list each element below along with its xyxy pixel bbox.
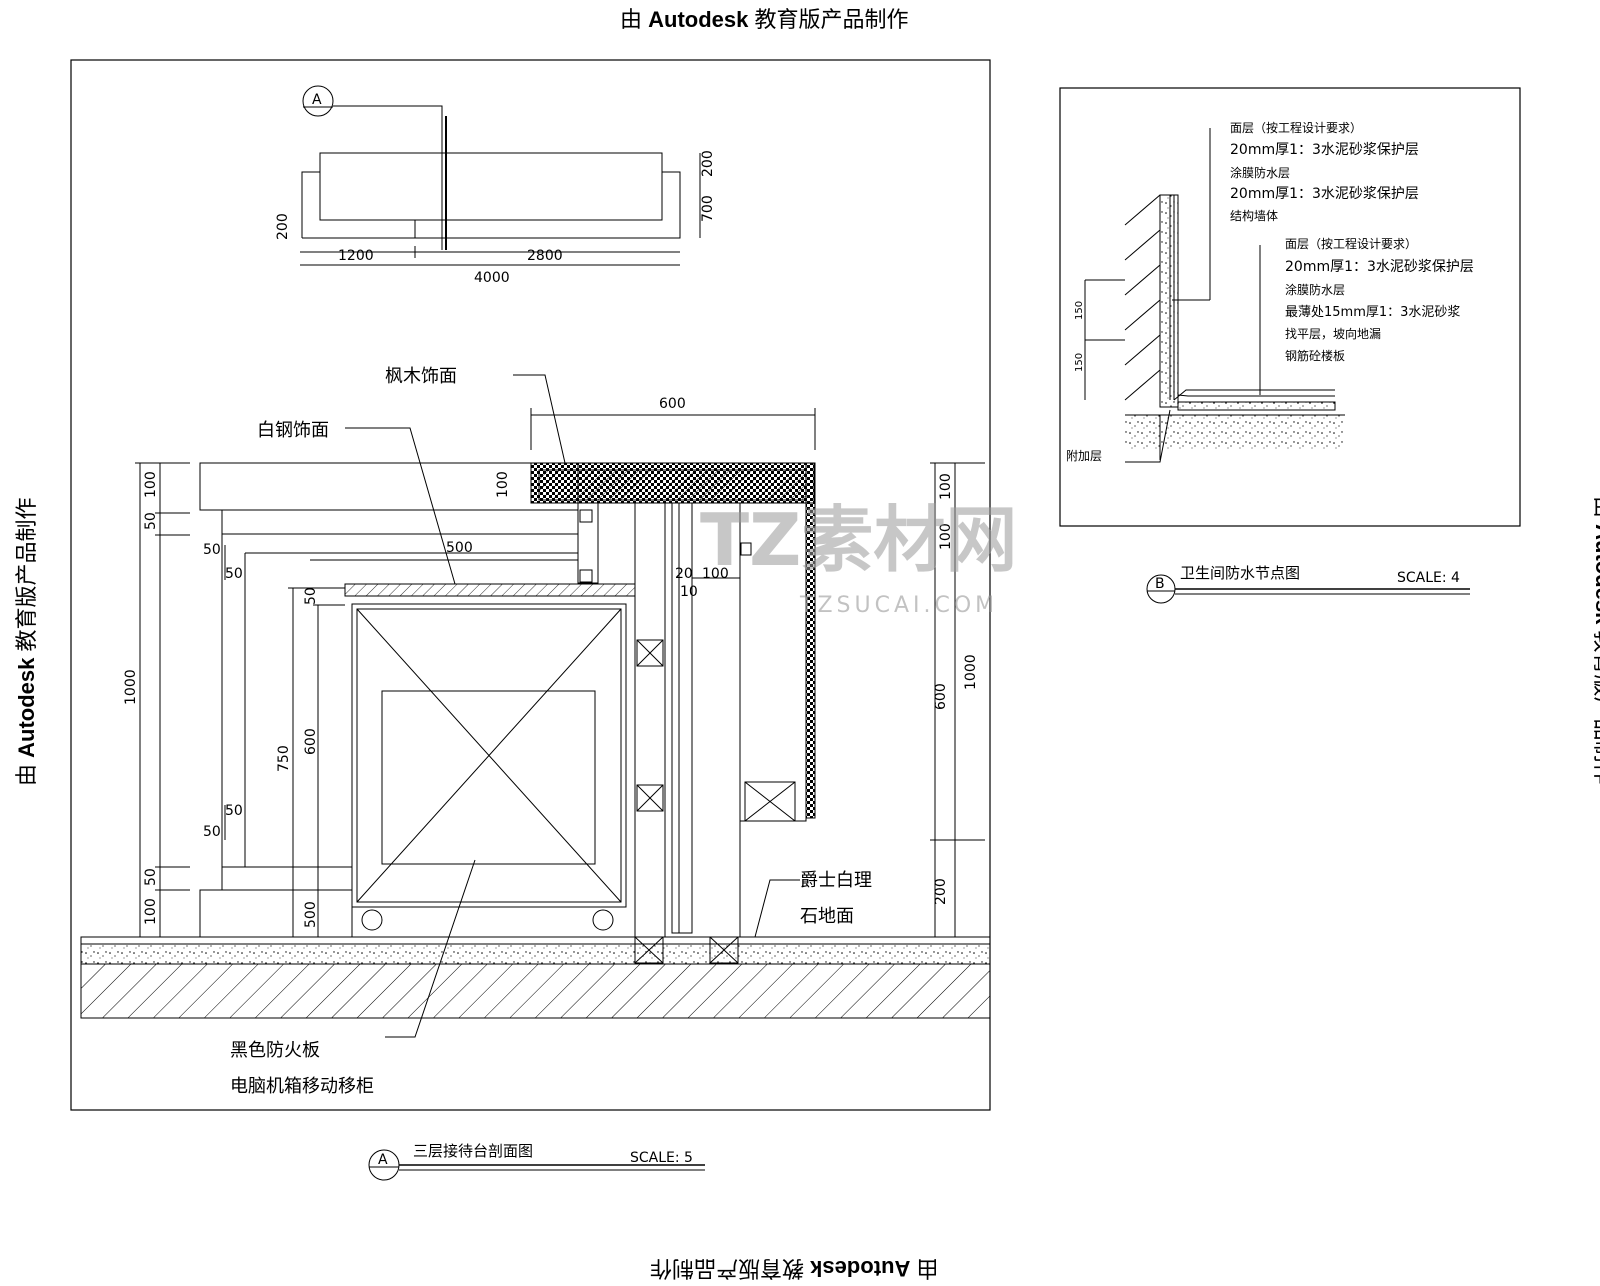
label-stone-1: 爵士白理 [800,870,872,891]
section-a-scale: SCALE: 5 [630,1150,693,1166]
section-b-title: B 卫生间防水节点图 SCALE: 4 [1146,564,1470,604]
dim-1000-right: 1000 [963,654,979,690]
floor-layer-3: 涂膜防水层 [1285,282,1345,297]
section-b-scale: SCALE: 4 [1397,570,1460,586]
dim-500: 500 [446,540,473,556]
dim-600: 600 [659,396,686,412]
label-extra-layer: 附加层 [1066,449,1102,463]
dim-100-right-top: 100 [938,473,954,500]
section-b-marker: B [1155,576,1165,592]
label-stone-2: 石地面 [800,906,854,927]
plan-view: A 1200 2800 4000 200 200 700 [275,85,716,286]
dim-50-c: 50 [203,542,221,558]
site-logo-watermark: TZ素材网 TZSUCAI.COM [700,498,1017,618]
plan-dim-4000: 4000 [474,270,510,286]
floor-layer-4: 最薄处15mm厚1：3水泥砂浆 [1285,305,1460,320]
plan-marker-label: A [312,92,322,108]
section-a-frame [70,59,991,1111]
wall-layer-5: 结构墙体 [1230,208,1278,223]
label-maple-veneer: 枫木饰面 [385,366,457,387]
wall-layer-1: 面层（按工程设计要求） [1230,120,1362,135]
dim-100-left-top: 100 [143,471,159,498]
dim-600-inner: 600 [303,728,319,755]
label-mobile-cabinet: 电脑机箱移动移柜 [230,1076,374,1097]
dim-1000-left: 1000 [123,669,139,705]
section-a-title-text: 三层接待台剖面图 [413,1142,533,1160]
floor-layer-5: 找平层，坡向地漏 [1285,326,1381,341]
dim-150-b: 150 [1074,353,1085,372]
dim-100-mid: 100 [702,566,729,582]
dim-100-right-2: 100 [938,523,954,550]
section-b-frame [1059,87,1521,527]
logo-sub-text: TZSUCAI.COM [799,593,998,618]
section-a-title: A 三层接待台剖面图 SCALE: 5 [368,1142,705,1181]
wall-layer-4: 20mm厚1：3水泥砂浆保护层 [1230,186,1419,202]
dim-750: 750 [276,745,292,772]
plan-dim-2800: 2800 [527,248,563,264]
dim-50-e: 50 [225,803,243,819]
dim-600-right: 600 [933,683,949,710]
dim-100-bottom: 100 [143,898,159,925]
label-steel-veneer: 白钢饰面 [257,420,329,441]
plan-dim-1200: 1200 [338,248,374,264]
dim-10: 10 [680,584,698,600]
dim-150-a: 150 [1074,301,1085,320]
watermark-top: 由 Autodesk 教育版产品制作 [620,7,909,32]
floor-layer-1: 面层（按工程设计要求） [1285,236,1417,251]
waterproof-detail: 150 150 面层（按工程设计要求） 20mm厚1：3水泥砂浆保护层 涂膜防水… [1066,120,1474,463]
dim-50-b: 50 [143,868,159,886]
logo-main-text: TZ素材网 [700,498,1017,582]
plan-dim-200-right: 200 [700,150,716,177]
plan-dim-700: 700 [700,195,716,222]
plan-dim-200-left: 200 [275,213,291,240]
dim-50-d: 50 [225,566,243,582]
section-elevation: 100 50 1000 50 100 50 50 50 50 750 600 5… [80,366,991,1097]
dim-50-g: 50 [303,587,319,605]
section-b-title-text: 卫生间防水节点图 [1180,564,1300,582]
dim-500-inner: 500 [303,901,319,928]
floor-layer-2: 20mm厚1：3水泥砂浆保护层 [1285,259,1474,275]
label-black-board: 黑色防火板 [230,1040,320,1061]
dim-20: 20 [675,566,693,582]
dim-200-right: 200 [933,878,949,905]
dim-50-f: 50 [203,824,221,840]
dim-100-top: 100 [495,471,511,498]
dim-50-a: 50 [143,512,159,530]
section-a-marker: A [378,1152,388,1168]
wall-layer-2: 20mm厚1：3水泥砂浆保护层 [1230,142,1419,158]
floor-layer-6: 钢筋砼楼板 [1285,348,1345,363]
wall-layer-3: 涂膜防水层 [1230,165,1290,180]
